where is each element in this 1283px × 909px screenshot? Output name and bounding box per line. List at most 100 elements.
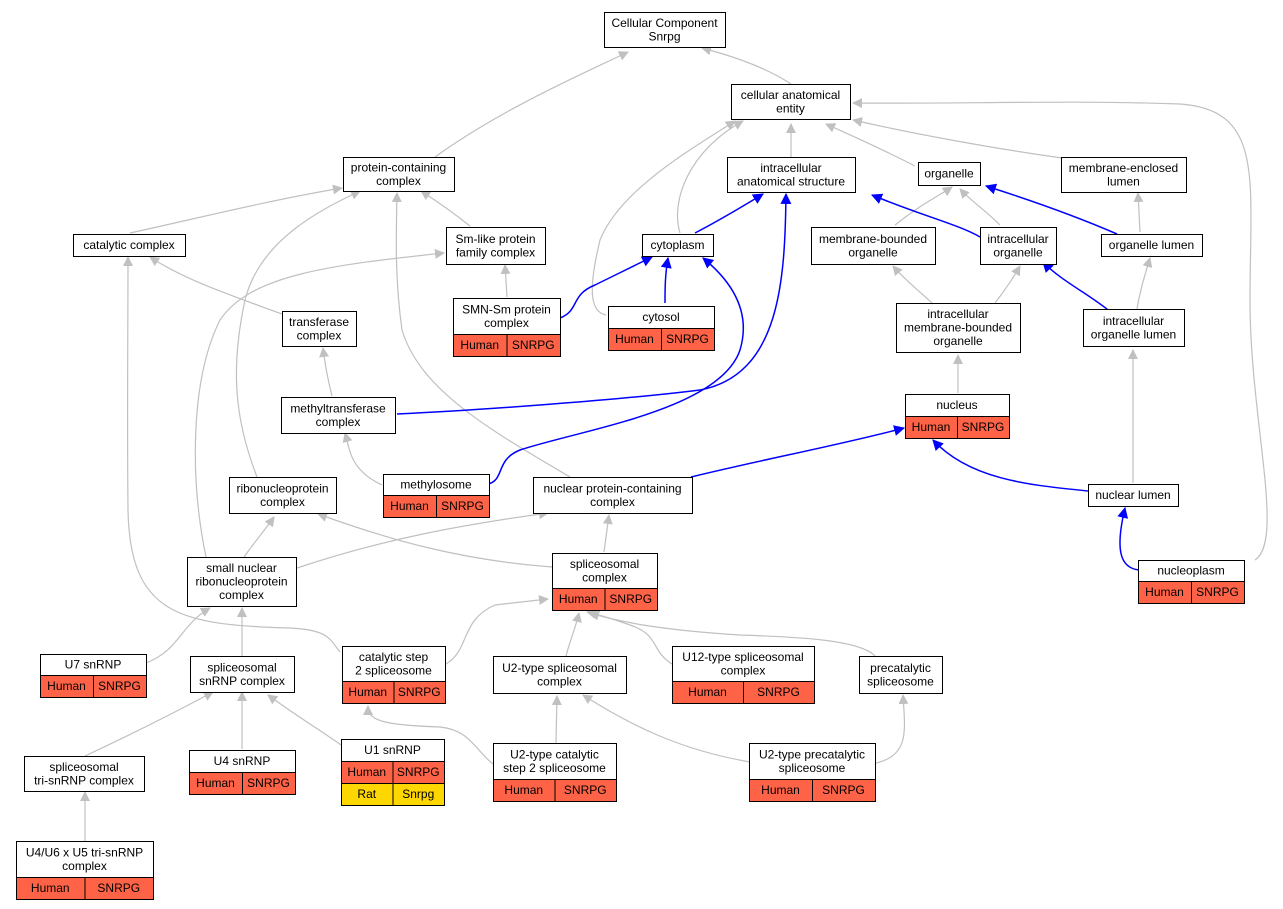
node-label: U7 snRNP	[65, 658, 122, 672]
node-label: 2 spliceosome	[355, 663, 432, 677]
node-box	[604, 12, 726, 48]
gene-label: SNRPG	[247, 776, 290, 790]
node-label: spliceosomal	[207, 660, 276, 674]
gene-label: SNRPG	[609, 592, 652, 606]
gene-label: SNRPG	[512, 338, 555, 352]
species-label: Human	[47, 679, 86, 693]
node-label: cytosol	[642, 310, 679, 324]
gene-label: SNRPG	[822, 783, 865, 797]
node-label: complex	[62, 859, 107, 873]
node-nuclear-lumen[interactable]: nuclear lumen	[1088, 484, 1179, 507]
species-label: Human	[615, 332, 654, 346]
node-label: U2-type precatalytic	[759, 747, 865, 761]
gene-cell	[1191, 581, 1245, 604]
node-label: intracellular	[1103, 314, 1164, 328]
node-cytoplasm[interactable]: cytoplasm	[642, 234, 714, 257]
node-label: nuclear lumen	[1095, 488, 1170, 502]
node-label: organelle lumen	[1109, 238, 1194, 252]
node-box	[493, 656, 627, 694]
species-label: Human	[348, 685, 387, 699]
node-label: spliceosomal	[49, 760, 118, 774]
node-box	[731, 84, 851, 120]
node-box	[533, 477, 693, 514]
node-box	[642, 234, 714, 257]
gene-cell	[604, 588, 658, 611]
node-box	[73, 234, 186, 257]
gene-label: SNRPG	[962, 420, 1005, 434]
node-label: catalytic step	[359, 650, 429, 664]
gene-cell	[393, 681, 446, 704]
node-label: organelle	[993, 245, 1043, 259]
gene-label: Snrpg	[402, 787, 434, 801]
gene-cell	[661, 328, 715, 351]
node-box	[187, 557, 297, 607]
node-box	[727, 157, 856, 193]
node-label: tri-snRNP complex	[34, 773, 134, 787]
node-box	[281, 397, 396, 434]
node-organelle[interactable]: organelle	[918, 162, 981, 186]
node-box	[859, 656, 943, 694]
node-box	[282, 311, 357, 347]
species-label: Human	[1145, 585, 1184, 599]
gene-cell	[554, 779, 617, 802]
node-catalytic-complex[interactable]: catalytic complex	[73, 234, 186, 257]
species-label: Human	[761, 783, 800, 797]
gene-label: SNRPG	[666, 332, 709, 346]
species-label: Human	[460, 338, 499, 352]
species-label: Human	[31, 881, 70, 895]
node-label: organelle	[933, 334, 983, 348]
node-label: complex	[316, 415, 361, 429]
gene-cell	[506, 334, 561, 357]
edges-highlight	[396, 183, 1140, 571]
node-label: complex	[297, 328, 342, 342]
node-box	[918, 162, 981, 186]
node-label: spliceosome	[779, 761, 846, 775]
gene-label: SNRPG	[564, 783, 607, 797]
node-label: organelle	[924, 167, 974, 181]
node-label: spliceosomal	[570, 557, 639, 571]
node-label: spliceosome	[867, 674, 934, 688]
node-label: complex	[376, 174, 421, 188]
node-organelle-lumen[interactable]: organelle lumen	[1101, 234, 1203, 257]
node-label: membrane-enclosed	[1069, 161, 1178, 175]
node-label: step 2 spliceosome	[503, 761, 606, 775]
node-label: catalytic complex	[83, 238, 174, 252]
gene-cell	[743, 681, 815, 704]
node-label: complex	[590, 495, 635, 509]
node-label: membrane-bounded	[819, 232, 927, 246]
